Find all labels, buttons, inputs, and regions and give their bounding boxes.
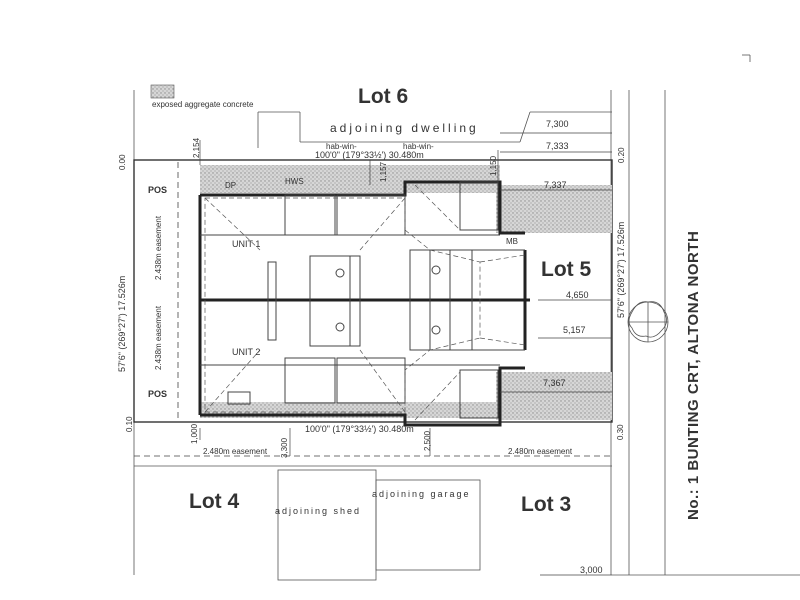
pos-label-top: POS bbox=[148, 185, 168, 195]
dimension-1157: 1,157 bbox=[379, 161, 388, 182]
bottom-right-easement: 2.480m easement bbox=[508, 447, 573, 456]
top-boundary-dimension: 100'0" (179°33½') 30.480m bbox=[315, 150, 424, 160]
adjoining-garage-label: adjoining garage bbox=[372, 489, 471, 499]
interior-walls bbox=[200, 181, 525, 419]
meter-box-label: MB bbox=[506, 237, 518, 246]
bottom-left-easement: 2.480m easement bbox=[203, 447, 268, 456]
legend-label: exposed aggregate concrete bbox=[152, 100, 254, 109]
dimension-2154: 2,154 bbox=[192, 137, 201, 158]
dimension-7333: 7,333 bbox=[546, 141, 569, 151]
dimension-1000: 1,000 bbox=[190, 423, 199, 444]
roof-hip-lines bbox=[204, 184, 526, 421]
unit-2-label: UNIT 2 bbox=[232, 347, 261, 357]
site-boundary bbox=[133, 159, 613, 423]
hab-window-label-2: hab-win- bbox=[403, 142, 434, 151]
dimension-7300: 7,300 bbox=[546, 119, 569, 129]
corner-level-top-right: 0.20 bbox=[617, 147, 626, 163]
exposed-aggregate-concrete-areas bbox=[200, 165, 612, 420]
adjoining-dwelling-outline bbox=[257, 111, 612, 148]
pos-label-bottom: POS bbox=[148, 389, 168, 399]
dimension-4650: 4,650 bbox=[566, 290, 589, 300]
adjoining-shed-label: adjoining shed bbox=[275, 506, 362, 516]
bottom-boundary-dimension: 100'0" (179°33½') 30.480m bbox=[305, 424, 414, 434]
hab-window-label-1: hab-win- bbox=[326, 142, 357, 151]
tree-symbol bbox=[627, 301, 669, 343]
lot-4-label: Lot 4 bbox=[189, 490, 240, 513]
easement-lines bbox=[134, 162, 612, 457]
dimension-2500: 2,500 bbox=[423, 430, 432, 451]
downpipe-label: DP bbox=[225, 181, 237, 190]
dimension-3000: 3,000 bbox=[580, 565, 603, 575]
dimension-7367: 7,367 bbox=[543, 378, 566, 388]
dimension-1150: 1,150 bbox=[489, 155, 498, 176]
adjoining-dwelling-label: adjoining dwelling bbox=[330, 121, 479, 135]
hws-label: HWS bbox=[285, 177, 304, 186]
left-lower-easement: 2.438m easement bbox=[154, 305, 163, 370]
corner-level-bottom-left: 0.10 bbox=[125, 416, 134, 432]
left-upper-easement: 2.438m easement bbox=[154, 215, 163, 280]
lot-3-label: Lot 3 bbox=[521, 493, 572, 516]
unit-1-label: UNIT 1 bbox=[232, 239, 261, 249]
dimension-lines bbox=[199, 132, 612, 576]
dimension-3300: 3,300 bbox=[280, 437, 289, 458]
street-address-label: No.: 1 BUNTING CRT, ALTONA NORTH bbox=[685, 230, 702, 520]
lot-6-label: Lot 6 bbox=[358, 85, 409, 108]
dimension-7337: 7,337 bbox=[544, 180, 567, 190]
dimension-5157: 5,157 bbox=[563, 325, 586, 335]
corner-level-top-left: 0.00 bbox=[118, 154, 127, 170]
house-walls bbox=[198, 180, 530, 427]
lot-5-label: Lot 5 bbox=[541, 258, 592, 281]
right-boundary-dimension: 57'6" (269°27') 17.526m bbox=[616, 221, 626, 318]
corner-level-bottom-right: 0.30 bbox=[616, 424, 625, 440]
legend-swatch bbox=[150, 84, 175, 99]
adjoining-bottom-structures bbox=[134, 465, 612, 581]
left-boundary-dimension: 57'6" (269°27') 17.526m bbox=[117, 275, 127, 372]
